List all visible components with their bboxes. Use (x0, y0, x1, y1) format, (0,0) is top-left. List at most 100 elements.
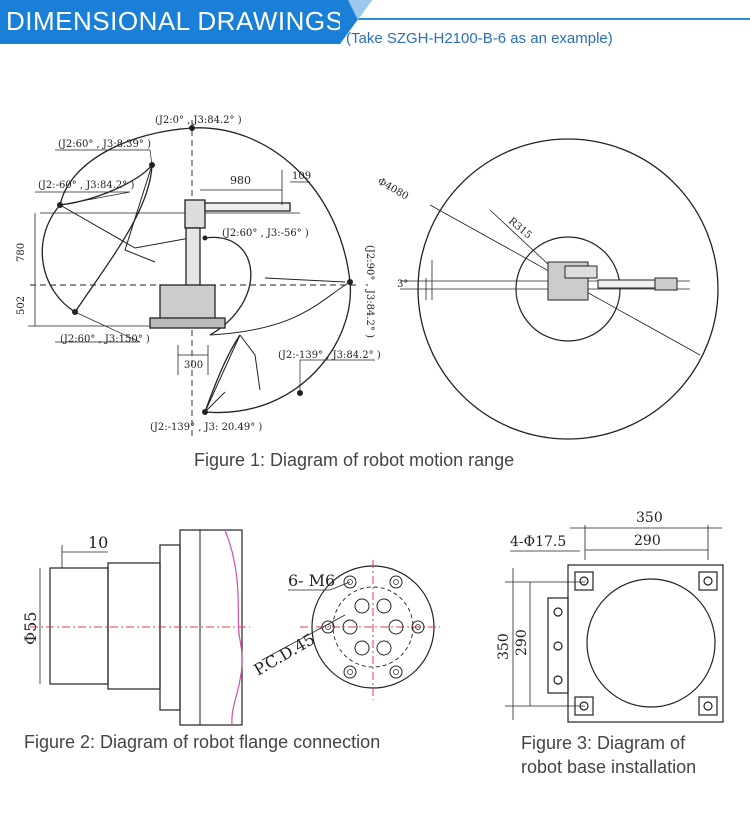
pose-marker-bottom (202, 409, 208, 415)
figure1-side-labels: (J2:0° , J3:84.2° ) (J2:60° , J3:8.39° )… (16, 115, 381, 433)
flange-hole (343, 665, 357, 679)
flange-hole (343, 575, 357, 589)
flange-holes (321, 575, 425, 679)
label-pose-left: (J2:-60° , J3:84.2° ) (38, 180, 134, 191)
flange-front-view (261, 560, 440, 700)
flange-hole (389, 665, 403, 679)
pose-marker-left (57, 202, 63, 208)
flange-side-view (30, 529, 250, 726)
label-pose-top: (J2:0° , J3:84.2° ) (155, 115, 242, 126)
base-side-block (547, 597, 569, 694)
dim-label-angle: 3° (397, 279, 408, 290)
arm-pose-bottom (204, 334, 241, 413)
figure2-caption: Figure 2: Diagram of robot flange connec… (24, 732, 381, 752)
flange-hole (411, 620, 425, 634)
page-title: DIMENSIONAL DRAWINGS (6, 6, 344, 36)
leader-upper-left (55, 149, 153, 166)
dim-label-290-top: 290 (634, 533, 661, 549)
leader-pcd (261, 614, 346, 661)
envelope-inner-bottom (204, 334, 241, 413)
arm-pose-bottom-right (239, 334, 261, 391)
figure2-labels: 10 Φ55 6- M6 P.C.D.45 (21, 533, 335, 679)
dim-label-d55: Φ55 (21, 612, 40, 645)
base-bore (586, 578, 716, 708)
figure3-caption-line1: Figure 3: Diagram of (521, 733, 686, 753)
leader-bottom-left (55, 311, 141, 343)
dim-label-980: 980 (230, 174, 251, 187)
header-rule (340, 18, 750, 20)
pose-marker-top (189, 125, 195, 131)
flange-hole (389, 575, 403, 589)
header-bar (0, 0, 340, 44)
robot-top-motor (564, 265, 598, 279)
envelope-inner-left (74, 164, 153, 313)
envelope-inner-right (204, 236, 252, 336)
pose-marker-bottom-left (72, 309, 78, 315)
robot-base-plate (149, 317, 226, 329)
label-pcd: P.C.D.45 (251, 629, 319, 679)
flange-hole (321, 620, 335, 634)
leader-left (35, 191, 131, 206)
leader-bottom-right (299, 359, 375, 390)
base-plate (567, 564, 724, 723)
dim-label-base-holes: 4-Φ17.5 (510, 534, 566, 550)
flange-face (49, 567, 109, 685)
base-hole-pad (698, 696, 718, 716)
header-notch-accent (348, 0, 372, 20)
base-hole-pad (574, 696, 594, 716)
dim-label-300: 300 (184, 360, 203, 371)
pin-hole (342, 619, 358, 635)
dim-label-350-left: 350 (496, 633, 512, 660)
robot-top-wrist (654, 277, 678, 291)
label-pose-bottom-left: (J2:60° , J3:150° ) (60, 334, 150, 345)
locating-pin (553, 675, 563, 685)
label-pose-upper-left: (J2:60° , J3:8.39° ) (58, 139, 151, 150)
dim-label-290-left: 290 (514, 629, 530, 656)
base-hole-pad (574, 571, 594, 591)
robot-top-arm (597, 279, 659, 289)
dim-label-diameter: Φ4080 (376, 176, 411, 202)
base-hole (579, 701, 589, 711)
figure1-top-labels: Φ4080 R315 3° (376, 176, 534, 290)
dim-label-780: 780 (16, 243, 27, 262)
dim-label-502: 502 (16, 296, 27, 315)
pin-hole (388, 619, 404, 635)
motion-range-side-view (28, 120, 375, 440)
flange-boss (107, 562, 161, 690)
page-subtitle: (Take SZGH-H2100-B-6 as an example) (346, 30, 613, 47)
envelope-lower-link (209, 281, 351, 336)
figure3-caption-line2: robot base installation (521, 757, 697, 777)
arm-pose-upper-left (124, 164, 156, 263)
leader-holes (288, 581, 351, 591)
base-hole (579, 576, 589, 586)
robot-forearm (204, 202, 291, 212)
pose-marker-right (347, 279, 353, 285)
envelope-outer-arc (59, 127, 352, 414)
pose-marker-upper-left (149, 162, 155, 168)
robot-upper-arm (185, 227, 201, 289)
dim-label-109: 109 (292, 171, 311, 182)
label-pose-inner: (J2:60° , J3:-56° ) (222, 228, 309, 239)
arm-pose-left (59, 204, 191, 249)
break-line (224, 529, 243, 726)
label-holes: 6- M6 (288, 571, 335, 590)
label-pose-right: (J2:90° , J3:84.2° ) (364, 245, 375, 338)
pose-markers (57, 125, 353, 415)
arm-pose-right (264, 277, 346, 283)
motion-range-top-view (400, 138, 719, 440)
pin-hole (376, 598, 392, 614)
base-hole-pad (698, 571, 718, 591)
robot-shoulder (184, 199, 206, 229)
pose-marker-inner (202, 235, 208, 241)
pin-hole (354, 640, 370, 656)
label-pose-bottom: (J2:-139° , J3: 20.49° ) (150, 422, 262, 433)
locating-pin (553, 641, 563, 651)
dim-label-10: 10 (88, 533, 108, 552)
base-hole (703, 576, 713, 586)
figure1-caption: Figure 1: Diagram of robot motion range (194, 450, 515, 470)
pose-marker-bottom-right (297, 390, 303, 396)
base-plate-view (505, 525, 724, 723)
pin-hole (354, 598, 370, 614)
page-header: DIMENSIONAL DRAWINGS (Take SZGH-H2100-B-… (0, 0, 750, 50)
